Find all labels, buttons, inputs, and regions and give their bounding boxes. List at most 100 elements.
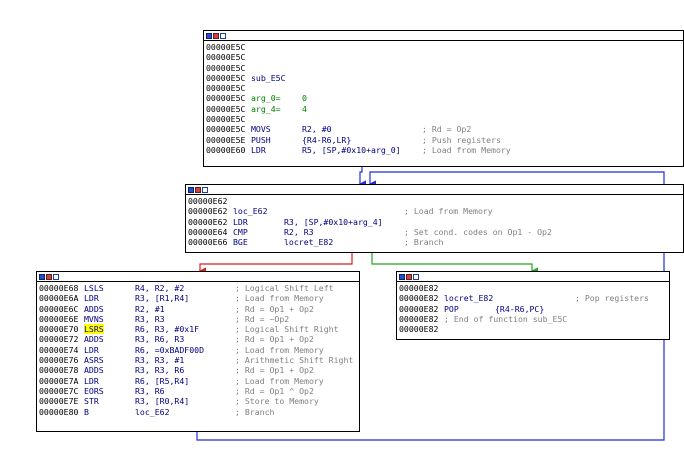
graph-list-icon[interactable] bbox=[413, 273, 419, 280]
disasm-line[interactable]: 00000E82 bbox=[399, 324, 667, 334]
line-operands: R3, R3, R6 bbox=[135, 365, 185, 376]
line-address: 00000E74 bbox=[39, 344, 79, 355]
line-address: 00000E5C bbox=[206, 62, 246, 73]
edge-true-branch bbox=[371, 253, 538, 275]
line-address: 00000E5E bbox=[206, 134, 246, 145]
line-address: 00000E80 bbox=[39, 406, 79, 417]
graph-color-icon[interactable] bbox=[399, 273, 405, 280]
line-mnemonic: LDR bbox=[233, 216, 248, 227]
disasm-line[interactable]: 00000E82 ; End of function sub_E5C bbox=[399, 314, 667, 324]
line-mnemonic: LDR bbox=[251, 144, 266, 155]
line-comment: ; Rd = Op1 + Op2 bbox=[235, 365, 314, 376]
disasm-line[interactable]: 00000E5C bbox=[206, 63, 681, 73]
line-mnemonic: ADDS bbox=[84, 334, 104, 345]
line-operands: {R4-R6,LR} bbox=[302, 134, 352, 145]
line-address: 00000E5C bbox=[206, 72, 246, 83]
line-mnemonic: POP bbox=[444, 303, 459, 314]
line-comment: ; Load from Memory bbox=[404, 206, 493, 217]
line-mnemonic: MOVS bbox=[251, 124, 271, 135]
graph-list-icon[interactable] bbox=[220, 32, 226, 39]
disasm-line[interactable]: 00000E5C bbox=[206, 114, 681, 124]
graph-palette-icon[interactable] bbox=[406, 273, 412, 280]
line-address: 00000E5C bbox=[206, 114, 246, 125]
line-address: 00000E82 bbox=[399, 313, 439, 324]
graph-color-icon[interactable] bbox=[206, 32, 212, 39]
line-operands: R4, R2, #2 bbox=[135, 283, 185, 293]
graph-list-icon[interactable] bbox=[53, 273, 59, 280]
line-address: 00000E72 bbox=[39, 334, 79, 345]
line-address: 00000E5C bbox=[206, 124, 246, 135]
line-operands: {R4-R6,PC} bbox=[495, 303, 545, 314]
line-comment: ; Branch bbox=[404, 237, 444, 248]
line-comment: ; Pop registers bbox=[575, 293, 649, 304]
line-comment: ; Branch bbox=[235, 406, 275, 417]
line-mnemonic: CMP bbox=[233, 226, 248, 237]
disasm-line[interactable]: 00000E5C bbox=[206, 83, 681, 93]
edge-false-branch bbox=[198, 253, 353, 275]
graph-palette-icon[interactable] bbox=[213, 32, 219, 39]
line-comment: ; Rd = Op1 ^ Op2 bbox=[235, 385, 314, 396]
line-address: 00000E5C bbox=[206, 83, 246, 94]
node-header bbox=[186, 185, 683, 195]
line-comment: ; Load from Memory bbox=[235, 375, 324, 386]
line-address: 00000E66 bbox=[188, 237, 228, 248]
line-address: 00000E62 bbox=[188, 206, 228, 217]
line-mnemonic: MVNS bbox=[84, 313, 104, 324]
line-address: 00000E6A bbox=[39, 293, 79, 304]
line-comment: ; Load from Memory bbox=[235, 293, 324, 304]
line-mnemonic: ; End of function sub_E5C bbox=[444, 313, 568, 324]
disasm-line[interactable]: 00000E82 bbox=[399, 283, 667, 293]
disasm-line[interactable]: 00000E5C bbox=[206, 52, 681, 62]
graph-color-icon[interactable] bbox=[188, 186, 194, 193]
line-address: 00000E60 bbox=[206, 144, 246, 155]
node-header bbox=[397, 272, 669, 282]
line-comment: ; Set cond. codes on Op1 - Op2 bbox=[404, 226, 552, 237]
graph-palette-icon[interactable] bbox=[46, 273, 52, 280]
graph-color-icon[interactable] bbox=[39, 273, 45, 280]
line-operands: R6, R3, #0x1F bbox=[135, 324, 200, 335]
line-comment: ; Load from Memory bbox=[235, 344, 324, 355]
line-operands: loc_E62 bbox=[135, 406, 170, 417]
line-address: 00000E7C bbox=[39, 385, 79, 396]
disasm-line[interactable]: 00000E5C bbox=[206, 42, 681, 52]
line-mnemonic: LDR bbox=[84, 293, 99, 304]
line-comment: ; Rd = Op2 bbox=[422, 124, 472, 135]
line-address: 00000E82 bbox=[399, 283, 439, 293]
graph-palette-icon[interactable] bbox=[195, 186, 201, 193]
line-address: 00000E82 bbox=[399, 324, 439, 335]
disasm-line[interactable]: 00000E62 bbox=[188, 196, 681, 206]
graph-list-icon[interactable] bbox=[202, 186, 208, 193]
line-mnemonic: arg_0= bbox=[251, 93, 281, 104]
